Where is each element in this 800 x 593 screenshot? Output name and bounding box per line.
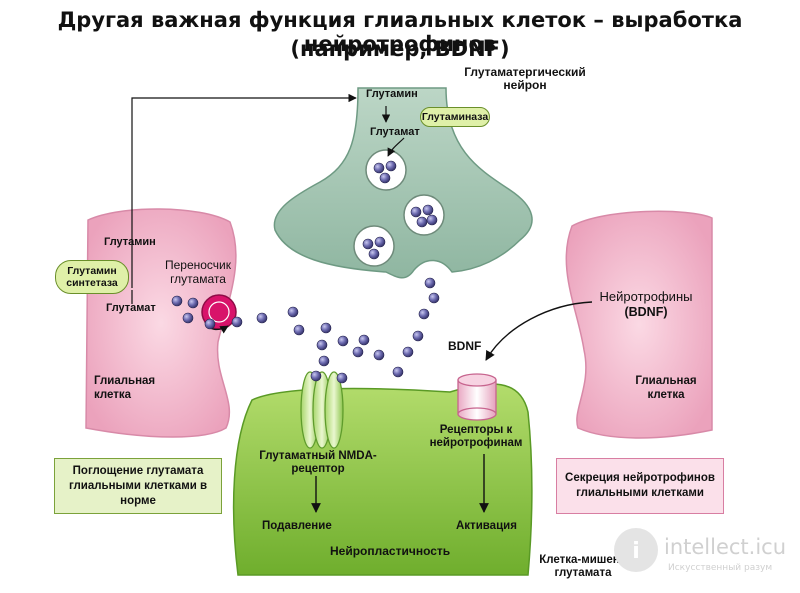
transporter-label: Переносчик глутамата bbox=[164, 258, 232, 286]
glutamate-molecule bbox=[418, 308, 430, 320]
glutamate-molecule bbox=[171, 295, 183, 307]
glutamine-synthetase-badge: Глутамин синтетаза bbox=[55, 260, 129, 294]
glutamate-left-label: Глутамат bbox=[106, 302, 156, 314]
bdnf-label: BDNF bbox=[448, 339, 482, 353]
vesicle-3 bbox=[353, 225, 395, 267]
title-line-1: Другая важная функция глиальных клеток –… bbox=[57, 8, 743, 56]
glutamate-molecule bbox=[204, 318, 216, 330]
nmda-receptor-label: Глутаматный NMDA-рецептор bbox=[259, 450, 377, 475]
glutamate-molecule bbox=[362, 238, 374, 250]
suppression-label: Подавление bbox=[262, 520, 332, 532]
neurotrophins-label: Нейротрофины bbox=[599, 289, 693, 304]
glutamate-molecule bbox=[373, 162, 385, 174]
watermark-brand: intellect.icu bbox=[664, 535, 786, 559]
nmda-receptor bbox=[300, 371, 344, 449]
glutamate-molecule bbox=[318, 355, 330, 367]
glutamate-molecule bbox=[316, 339, 328, 351]
glutamate-molecule bbox=[424, 277, 436, 289]
watermark: i intellect.icu Искусственный разум bbox=[612, 522, 790, 583]
glutamate-molecule bbox=[428, 292, 440, 304]
glutaminase-badge: Глутаминаза bbox=[420, 107, 490, 127]
svg-text:i: i bbox=[632, 539, 640, 564]
glutamate-molecule bbox=[412, 330, 424, 342]
glutamine-left-label: Глутамин bbox=[104, 236, 156, 248]
glutamate-molecule bbox=[310, 370, 322, 382]
glutamate-molecule bbox=[337, 335, 349, 347]
glutamine-top-label: Глутамин bbox=[366, 88, 418, 100]
glutamate-molecule bbox=[320, 322, 332, 334]
neurotrophin-receptor-label: Рецепторы к нейротрофинам bbox=[429, 424, 523, 449]
neurotrophin-receptor bbox=[457, 373, 497, 421]
glutamate-molecule bbox=[422, 204, 434, 216]
glutamate-molecule bbox=[392, 366, 404, 378]
bdnf-paren-label: (BDNF) bbox=[624, 305, 668, 319]
watermark-tagline: Искусственный разум bbox=[668, 563, 772, 573]
glutamate-molecule bbox=[385, 160, 397, 172]
watermark-logo: i intellect.icu Искусственный разум bbox=[614, 528, 786, 573]
glutamate-molecule bbox=[293, 324, 305, 336]
glutamate-molecule bbox=[374, 236, 386, 248]
glutamate-molecule bbox=[416, 216, 428, 228]
arrow-glutamine-loop bbox=[131, 93, 357, 288]
glutamatergic-neuron bbox=[273, 87, 533, 279]
glutamate-molecule bbox=[373, 349, 385, 361]
box-glutamate-uptake: Поглощение глутамата глиальными клетками… bbox=[54, 458, 222, 514]
glutamate-molecules bbox=[171, 160, 440, 384]
neuron-label: Глутаматергический нейрон bbox=[464, 65, 586, 92]
glial-right-label: Глиальная клетка bbox=[635, 375, 697, 401]
target-cell-label: Клетка-мишень глутамата bbox=[539, 554, 627, 579]
title-line-2: (например, BDNF) bbox=[290, 37, 510, 61]
neuroplasticity-label: Нейропластичность bbox=[330, 544, 451, 558]
vesicle-2 bbox=[403, 194, 445, 236]
vesicle-1 bbox=[365, 149, 407, 191]
glutamate-top-label: Глутамат bbox=[370, 126, 420, 138]
glutamate-molecule bbox=[256, 312, 268, 324]
glutamate-molecule bbox=[187, 297, 199, 309]
glutamate-molecule bbox=[182, 312, 194, 324]
glutamate-molecule bbox=[352, 346, 364, 358]
box-neurotrophin-secretion: Секреция нейротрофинов глиальными клетка… bbox=[556, 458, 724, 514]
glutamate-molecule bbox=[287, 306, 299, 318]
activation-label: Активация bbox=[456, 520, 517, 532]
glutamate-molecule bbox=[410, 206, 422, 218]
glutamate-molecule bbox=[379, 172, 391, 184]
glutamate-molecule bbox=[426, 214, 438, 226]
glutamate-molecule bbox=[231, 316, 243, 328]
arrow-bdnf-to-receptor bbox=[485, 301, 593, 361]
glutamate-molecule bbox=[402, 346, 414, 358]
arrow-glutamate-to-vesicle bbox=[387, 137, 405, 157]
glutamate-molecule bbox=[368, 248, 380, 260]
glutamate-molecule bbox=[358, 334, 370, 346]
glial-cell-right bbox=[565, 210, 713, 439]
glial-left-label: Глиальная клетка bbox=[94, 375, 156, 401]
glutamate-molecule bbox=[336, 372, 348, 384]
